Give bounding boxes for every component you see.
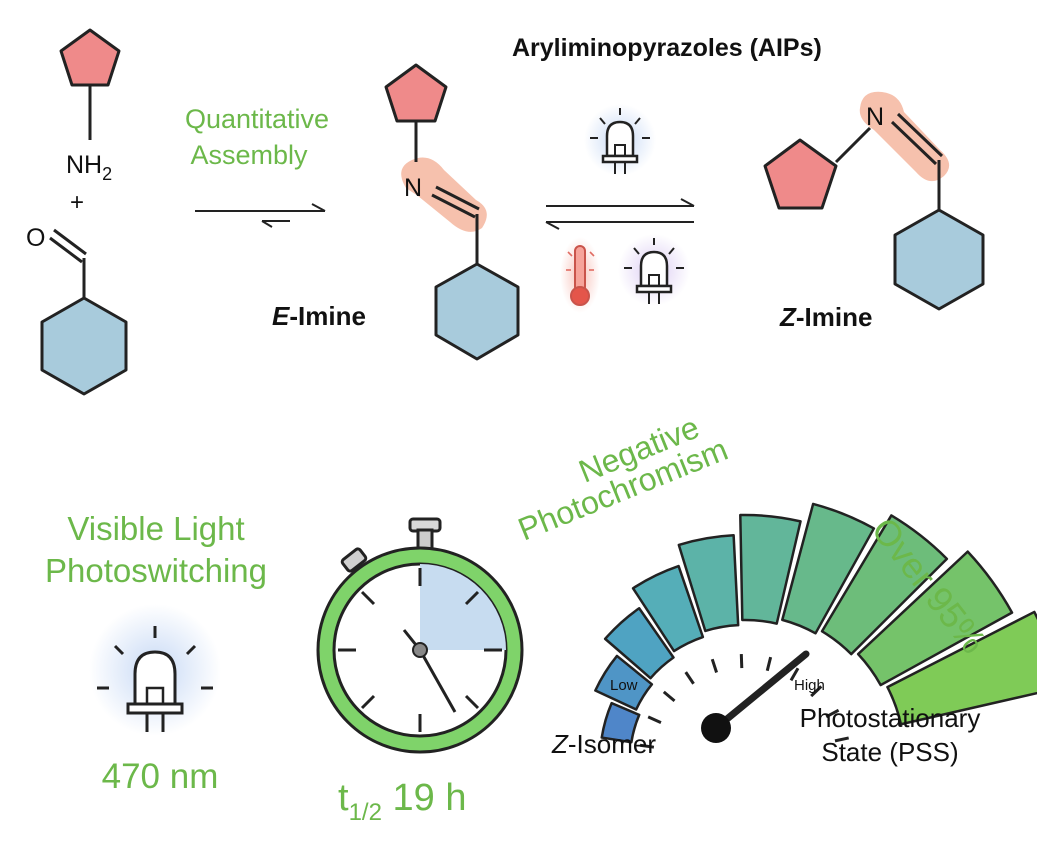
- e-imine-double-bond-b: [435, 185, 480, 211]
- z-imine-double-bond-b: [896, 112, 944, 158]
- z-imine-pentagon: [763, 138, 838, 210]
- gauge-segment: [739, 513, 802, 625]
- e-imine-double-bond-a: [431, 193, 476, 219]
- gauge-high-label: High: [794, 677, 825, 694]
- pss-label-line1: Photostationary: [800, 703, 981, 733]
- stopwatch-elapsed-quarter: [420, 564, 506, 650]
- aldehyde-hexagon: [40, 296, 128, 396]
- gauge-segment: [856, 550, 1014, 687]
- gauge-tick: [684, 671, 695, 685]
- photoswitch-equilibrium-arrow: [545, 198, 695, 230]
- stopwatch-icon: [316, 517, 524, 754]
- gauge-tick: [825, 708, 840, 719]
- gauge-tick: [789, 667, 800, 682]
- purple-led-icon: [618, 234, 690, 306]
- z-imine-n-atom: N: [866, 103, 884, 131]
- gauge-segment: [886, 610, 1037, 726]
- assembly-equilibrium-arrow: [195, 203, 326, 228]
- gauge-tick: [765, 656, 773, 672]
- carbonyl-bond-double: [53, 228, 87, 256]
- z-imine-bond-left: [834, 126, 872, 164]
- z-imine-label: Z-Imine: [779, 302, 872, 332]
- gauge-segment: [677, 534, 740, 633]
- gauge-tick: [662, 690, 676, 703]
- z-imine-hexagon: [893, 208, 985, 311]
- gauge-tick: [647, 715, 662, 724]
- e-imine-molecule: N: [384, 63, 520, 361]
- carbonyl-bond: [49, 236, 83, 264]
- z-isomer-label: Z-Isomer: [551, 729, 656, 759]
- figure-title: Aryliminopyrazoles (AIPs): [512, 34, 822, 62]
- e-imine-hexagon: [434, 262, 520, 361]
- amine-nh-label: NH2: [66, 151, 112, 184]
- aldehyde-oxygen-label: O: [26, 224, 45, 252]
- wavelength-label: 470 nm: [102, 757, 219, 796]
- e-imine-pentagon: [384, 63, 448, 123]
- gauge-segment: [781, 502, 876, 635]
- pss-gauge: [594, 502, 1037, 749]
- e-imine-label: E-Imine: [272, 301, 366, 331]
- gauge-tick: [834, 736, 849, 743]
- assembly-label-line2: Assembly: [190, 140, 308, 170]
- z-imine-highlight: [859, 91, 950, 182]
- visible-light-line2: Photoswitching: [45, 552, 267, 589]
- thermometer-icon: [560, 237, 600, 313]
- large-led-icon: [89, 604, 221, 736]
- amine-pentagon: [59, 28, 121, 87]
- gauge-segment: [631, 564, 705, 653]
- half-life-label: t1/2 19 h: [338, 777, 466, 826]
- assembly-label-line1: Quantitative: [185, 104, 329, 134]
- gauge-needle: [712, 650, 810, 732]
- gauge-segment: [600, 701, 641, 744]
- z-imine-double-bond-a: [890, 120, 938, 166]
- gauge-tick: [710, 658, 718, 673]
- plus-sign: +: [70, 189, 84, 216]
- gauge-tick: [810, 685, 823, 698]
- z-imine-molecule: N: [763, 91, 985, 311]
- pss-label-line2: State (PSS): [821, 737, 958, 767]
- gauge-hub: [701, 713, 731, 743]
- gauge-segment: [603, 607, 675, 680]
- e-imine-n-atom: N: [404, 174, 422, 202]
- gauge-segment: [820, 514, 949, 656]
- blue-led-icon: [584, 104, 656, 176]
- gauge-segment: [594, 654, 654, 711]
- gauge-tick: [639, 743, 655, 749]
- gauge-low-label: Low: [610, 677, 638, 694]
- aldehyde-molecule: O: [26, 224, 128, 396]
- amine-molecule: NH2: [59, 28, 121, 184]
- visible-light-line1: Visible Light: [67, 510, 244, 547]
